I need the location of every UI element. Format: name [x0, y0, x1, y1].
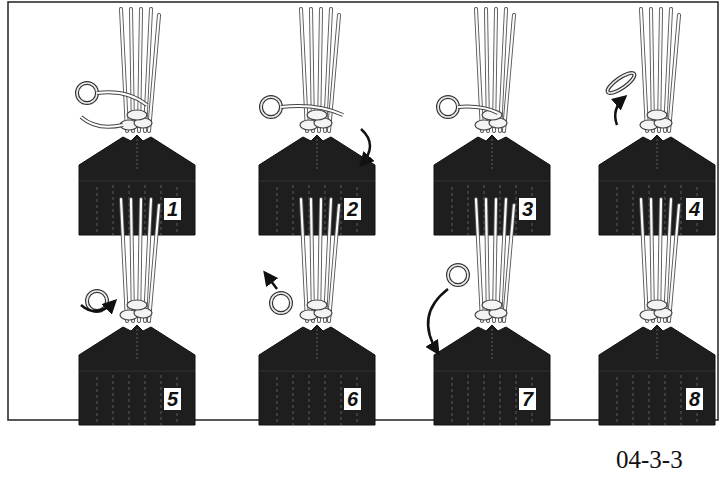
step-number: 5 [164, 388, 181, 410]
step-number: 1 [164, 198, 181, 220]
step-number: 6 [344, 388, 361, 410]
step-number: 7 [519, 388, 536, 410]
step-number: 3 [519, 198, 536, 220]
step-number: 2 [344, 198, 361, 220]
figure-code: 04-3-3 [616, 446, 683, 474]
step-number: 4 [686, 198, 703, 220]
step-number: 8 [686, 388, 703, 410]
